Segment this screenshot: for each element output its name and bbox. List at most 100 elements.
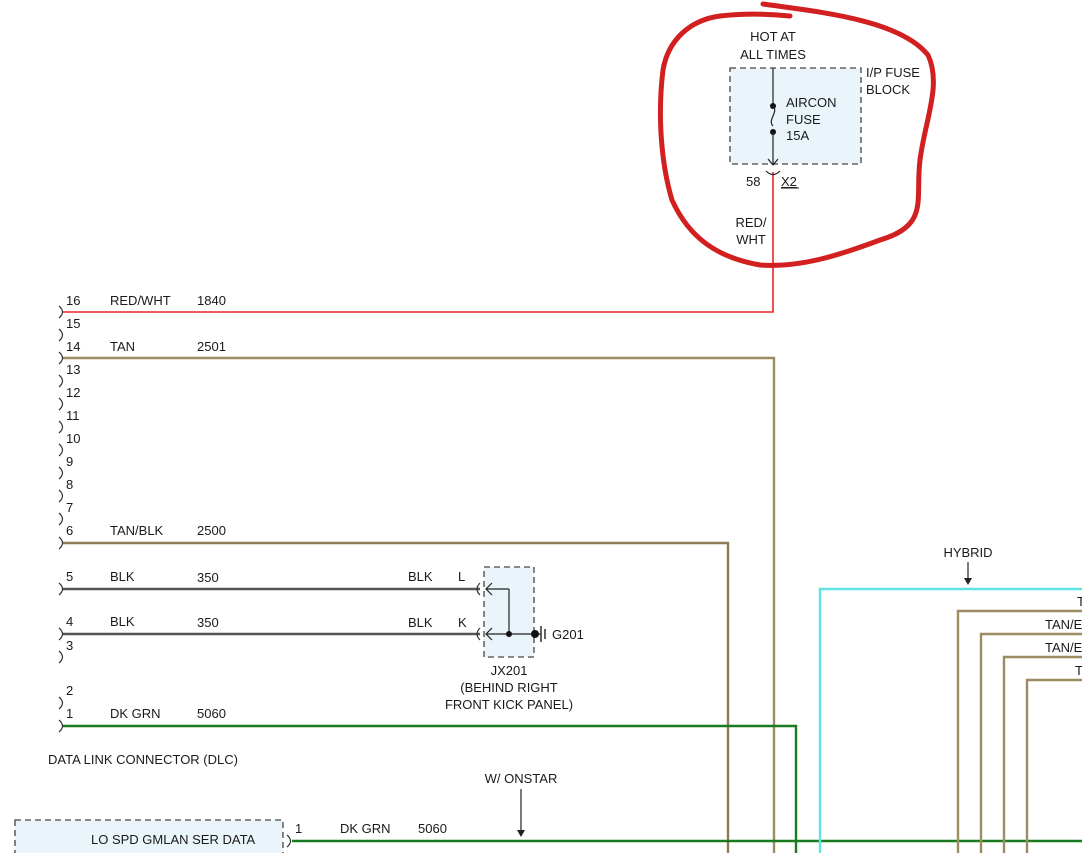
pin-number-6: 6 (66, 523, 73, 538)
pin-number-3: 3 (66, 638, 73, 653)
pin-number-16: 16 (66, 293, 80, 308)
pin-symbol-8 (58, 489, 64, 503)
supply-label-line1: HOT AT (750, 29, 796, 44)
pin-symbol-16 (58, 305, 64, 319)
circuit-number: 2501 (197, 339, 226, 354)
pin-symbol-3 (58, 650, 64, 664)
hybrid-wire-label-1: T (1077, 594, 1082, 609)
wire-color-label: TAN/BLK (110, 523, 164, 538)
pin-number-2: 2 (66, 683, 73, 698)
hybrid-label: HYBRID (943, 545, 992, 560)
ground-name: G201 (552, 627, 584, 642)
pin-symbol-1 (58, 719, 64, 733)
wire-color-label: RED/WHT (110, 293, 171, 308)
circuit-number: 1840 (197, 293, 226, 308)
fuse-block-label-line2: BLOCK (866, 82, 910, 97)
circuit-number: 5060 (197, 706, 226, 721)
pin-number-11: 11 (66, 408, 80, 423)
dlc-pin-numbers: 16 15 14 13 12 11 10 9 8 7 6 5 4 3 2 1 (66, 293, 80, 721)
splice-location-line1: (BEHIND RIGHT (460, 680, 558, 695)
fuse-block-label-line1: I/P FUSE (866, 65, 920, 80)
onstar-module-label: LO SPD GMLAN SER DATA (91, 832, 256, 847)
wire-tan-2501 (63, 356, 776, 853)
circuit-number: 350 (197, 615, 219, 630)
wire-color-label: BLK (110, 569, 135, 584)
pin-number-9: 9 (66, 454, 73, 469)
hybrid-section: HYBRID T TAN/E TAN/E T (943, 545, 1082, 678)
wire-dk-grn-5060 (63, 724, 798, 853)
splice-terminal-l: L (458, 569, 465, 584)
pin-number-12: 12 (66, 385, 80, 400)
pin-symbol-k (476, 627, 481, 641)
ground-dot (531, 630, 539, 638)
circuit-number: 350 (197, 570, 219, 585)
wire-hybrid-tan-2 (979, 632, 1082, 853)
ground-splice-jx201: BLK L BLK K G201 JX201 (BEHIND RIGHT FRO… (408, 566, 584, 712)
pin-number-5: 5 (66, 569, 73, 584)
pin-number-8: 8 (66, 477, 73, 492)
pin-symbol-onstar (286, 834, 292, 848)
wire-hybrid-tan-4 (1025, 678, 1082, 853)
fuse-rating: 15A (786, 128, 809, 143)
pin-symbol-l (476, 582, 481, 596)
arrow-down-icon (517, 830, 525, 837)
pin-symbol-7 (58, 512, 64, 526)
pin-symbol-5 (58, 582, 64, 596)
dlc-wire-labels: RED/WHT 1840 TAN 2501 TAN/BLK 2500 BLK 3… (110, 293, 226, 721)
pin-symbol-6 (58, 536, 64, 550)
wire-color-label: TAN (110, 339, 135, 354)
splice-connector-name: JX201 (491, 663, 528, 678)
pin-number-4: 4 (66, 614, 73, 629)
onstar-label: W/ ONSTAR (485, 771, 558, 786)
fuse-symbol-icon (770, 105, 776, 127)
onstar-wire-color-label: DK GRN (340, 821, 391, 836)
connector-arrow-icon (767, 158, 779, 166)
hybrid-wire-label-4: T (1075, 663, 1082, 678)
fuse-terminal-number: 58 (746, 174, 760, 189)
output-wire-label-line2: WHT (736, 232, 766, 247)
pin-symbol-9 (58, 466, 64, 480)
arrow-down-icon (964, 578, 972, 585)
splice-dot (506, 631, 512, 637)
fuse-block-box (729, 67, 862, 165)
pin-symbol-12 (58, 397, 64, 411)
pin-number-13: 13 (66, 362, 80, 377)
wire-tan-blk-2500 (63, 541, 730, 853)
onstar-pin-number: 1 (295, 821, 302, 836)
fuse-label-line2: FUSE (786, 112, 821, 127)
fuse-label-line1: AIRCON (786, 95, 837, 110)
dlc-title: DATA LINK CONNECTOR (DLC) (48, 752, 238, 767)
pin-number-10: 10 (66, 431, 80, 446)
hybrid-wire-label-2: TAN/E (1045, 617, 1082, 632)
pin-symbol-10 (58, 443, 64, 457)
pin-number-7: 7 (66, 500, 73, 515)
annotation-circle (657, 1, 936, 268)
wire-hybrid-cyan (818, 587, 1082, 853)
pin-symbol-11 (58, 420, 64, 434)
wire-color-label: BLK (110, 614, 135, 629)
splice-terminal-k: K (458, 615, 467, 630)
wire-hybrid-tan-1 (956, 609, 1082, 853)
pin-symbol-15 (58, 328, 64, 342)
wire-color-label: DK GRN (110, 706, 161, 721)
connector-pin-icon (765, 170, 781, 176)
pin-symbol-2 (58, 696, 64, 710)
splice-wire-label-k: BLK (408, 615, 433, 630)
output-wire-label-line1: RED/ (735, 215, 766, 230)
wire-red-wht-1840 (63, 172, 774, 313)
hybrid-wire-label-3: TAN/E (1045, 640, 1082, 655)
pin-number-14: 14 (66, 339, 80, 354)
pin-symbol-14 (58, 351, 64, 365)
pin-number-1: 1 (66, 706, 73, 721)
splice-wire-label-l: BLK (408, 569, 433, 584)
pin-symbol-13 (58, 374, 64, 388)
splice-location-line2: FRONT KICK PANEL) (445, 697, 573, 712)
onstar-circuit-number: 5060 (418, 821, 447, 836)
supply-label-line2: ALL TIMES (740, 47, 806, 62)
dlc-pin-symbols (58, 305, 64, 733)
pin-symbol-4 (58, 627, 64, 641)
fuse-connector-name: X2 (781, 174, 797, 189)
onstar-module-box (14, 819, 284, 853)
pin-number-15: 15 (66, 316, 80, 331)
